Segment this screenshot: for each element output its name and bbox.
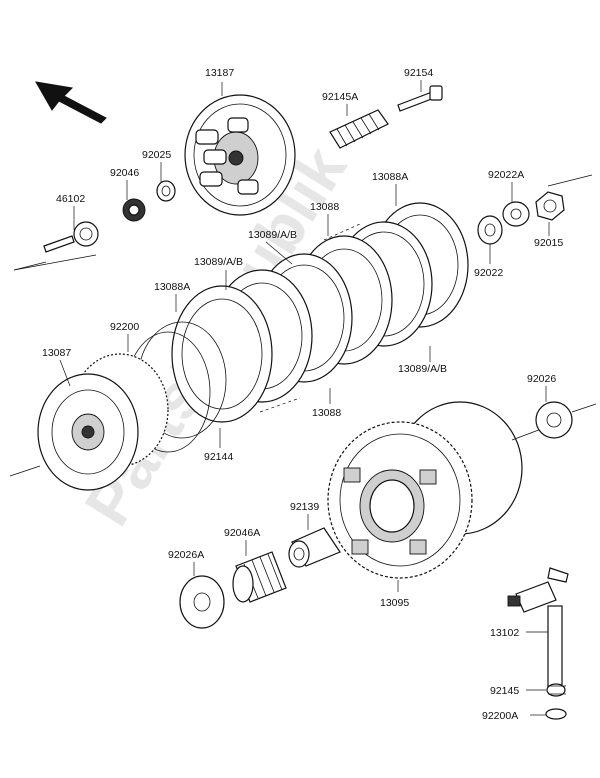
part-label-92154: 92154 [404, 67, 433, 79]
part-label-92200: 92200 [110, 321, 139, 333]
part-labels: 13187 92154 92145A 92025 92046 46102 130… [42, 67, 563, 722]
nut-92015 [535, 191, 565, 221]
part-label-13089AB-3: 13089/A/B [398, 363, 447, 375]
pressure-plate [184, 94, 296, 216]
part-label-92145: 92145 [490, 685, 519, 697]
part-label-92139: 92139 [290, 501, 319, 513]
clutch-housing [327, 401, 523, 579]
washer-92022A [502, 201, 530, 227]
needle-bearing [232, 551, 287, 603]
part-label-92022A: 92022A [488, 169, 524, 181]
part-label-13187: 13187 [205, 67, 234, 79]
leader-lines [59, 80, 550, 716]
pusher-rod [43, 221, 99, 253]
release-shaft [507, 567, 569, 691]
part-label-13089AB-1: 13089/A/B [248, 229, 297, 241]
part-label-92026A: 92026A [168, 549, 204, 561]
part-label-13089AB-2: 13089/A/B [194, 256, 243, 268]
washer-92026A [179, 575, 225, 629]
part-label-13095: 13095 [380, 597, 409, 609]
part-label-92046A: 92046A [224, 527, 260, 539]
part-label-92200A: 92200A [482, 710, 518, 722]
part-label-13088A-left: 13088A [154, 281, 190, 293]
part-label-92145A: 92145A [322, 91, 358, 103]
washer-92022 [477, 215, 503, 245]
part-label-92144: 92144 [204, 451, 233, 463]
part-label-13088-bottom: 13088 [312, 407, 341, 419]
part-label-92022: 92022 [474, 267, 503, 279]
front-arrow-icon [35, 81, 107, 124]
return-spring [546, 683, 566, 697]
clutch-plate-stack [125, 202, 469, 453]
washer-92025 [156, 180, 176, 202]
part-label-46102: 46102 [56, 193, 85, 205]
part-label-13102: 13102 [490, 627, 519, 639]
part-label-13088A-top: 13088A [372, 171, 408, 183]
washer-92200A [545, 708, 567, 720]
clutch-spring [329, 109, 389, 149]
part-label-13087: 13087 [42, 347, 71, 359]
part-label-92026: 92026 [527, 373, 556, 385]
part-label-92025: 92025 [142, 149, 171, 161]
washer-92026 [535, 401, 573, 439]
spring-bolt [397, 85, 443, 112]
part-label-92046: 92046 [110, 167, 139, 179]
part-label-92015: 92015 [534, 237, 563, 249]
sleeve-92139 [288, 527, 341, 568]
clutch-hub [37, 353, 169, 491]
part-label-13088-top: 13088 [310, 201, 339, 213]
